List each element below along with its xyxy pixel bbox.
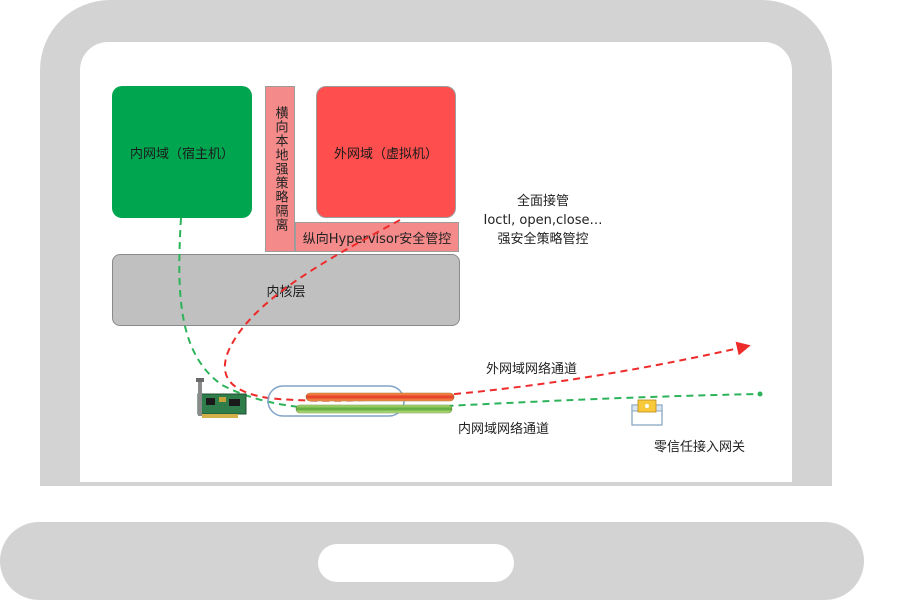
gateway-icon	[631, 399, 663, 426]
vertical-hypervisor-control-bar: 纵向Hypervisor安全管控	[295, 222, 459, 252]
inner-network-path	[178, 217, 761, 412]
network-card-icon	[196, 378, 247, 418]
horizontal-isolation-bar: 横向本地强策略隔离	[265, 86, 295, 252]
outer-channel-pipe	[305, 392, 455, 402]
inner-domain-block: 内网域（宿主机）	[112, 86, 252, 218]
inner-channel-pipe	[295, 404, 453, 414]
inner-path-end-dot	[757, 391, 763, 397]
gateway-label: 零信任接入网关	[654, 440, 746, 455]
note-line-2: Ioctl, open,close…	[483, 213, 603, 228]
trackpad-notch	[318, 544, 514, 582]
control-notes: 全面接管 Ioctl, open,close… 强安全策略管控	[468, 192, 618, 249]
outer-domain-block: 外网域（虚拟机）	[316, 86, 456, 218]
outer-network-path	[223, 219, 751, 402]
outer-channel-label: 外网域网络通道	[486, 362, 578, 377]
inner-channel-label: 内网域网络通道	[458, 422, 550, 437]
note-line-1: 全面接管	[516, 194, 569, 209]
note-line-3: 强安全策略管控	[497, 232, 589, 247]
kernel-layer-block: 内核层	[112, 254, 460, 326]
